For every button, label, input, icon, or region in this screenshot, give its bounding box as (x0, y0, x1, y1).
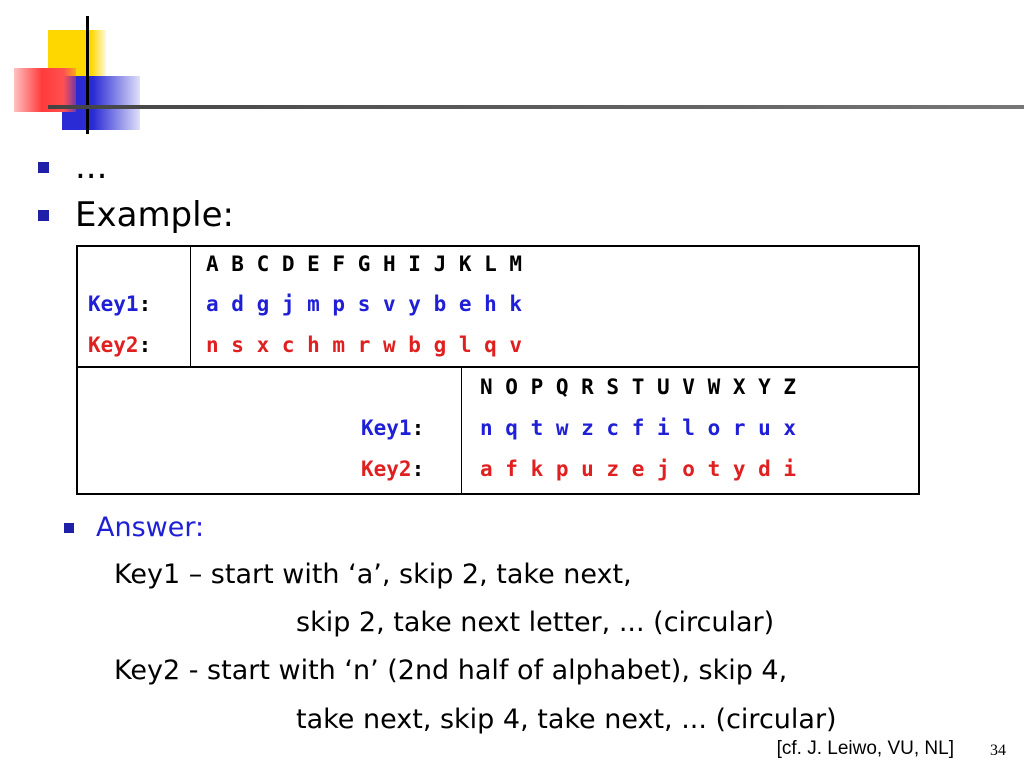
title-divider-line (48, 105, 1024, 109)
top-key2-label: Key2: (88, 333, 152, 357)
square-bullet-icon (38, 209, 49, 221)
table-divider (190, 247, 191, 366)
table-divider (461, 368, 462, 495)
answer-line-3: Key2 - start with ‘n’ (2nd half of alpha… (114, 655, 788, 686)
cipher-table: A B C D E F G H I J K L M Key1: a d g j … (76, 245, 920, 495)
top-key1-label: Key1: (88, 292, 152, 316)
alphabet-header-n-z: N O P Q R S T U V W X Y Z (480, 375, 797, 399)
bullet-example: Example: (38, 198, 234, 232)
square-bullet-icon (64, 522, 74, 533)
table-divider (78, 366, 918, 368)
bullet-text: ... (75, 147, 108, 187)
logo-red-square (14, 68, 76, 112)
bottom-key1-label: Key1: (361, 416, 425, 440)
key1-row-n-z: n q t w z c f i l o r u x (480, 416, 797, 440)
answer-label: Answer: (96, 512, 205, 543)
citation: [cf. J. Leiwo, VU, NL] (776, 738, 954, 759)
bullet-text: Example: (75, 195, 234, 235)
answer-line-4: take next, skip 4, take next, ... (circu… (296, 704, 837, 735)
bullet-ellipsis: ... (38, 150, 107, 184)
square-bullet-icon (38, 161, 49, 173)
answer-line-2: skip 2, take next letter, ... (circular) (296, 607, 775, 638)
key1-row-a-m: a d g j m p s v y b e h k (206, 292, 523, 316)
logo-vertical-line (86, 16, 89, 134)
bullet-answer: Answer: (64, 512, 204, 543)
answer-line-1: Key1 – start with ‘a’, skip 2, take next… (114, 559, 632, 590)
key2-row-n-z: a f k p u z e j o t y d i (480, 457, 797, 481)
bottom-key2-label: Key2: (361, 457, 425, 481)
alphabet-header-a-m: A B C D E F G H I J K L M (206, 252, 523, 276)
page-number: 34 (990, 742, 1006, 759)
key2-row-a-m: n s x c h m r w b g l q v (206, 333, 523, 357)
